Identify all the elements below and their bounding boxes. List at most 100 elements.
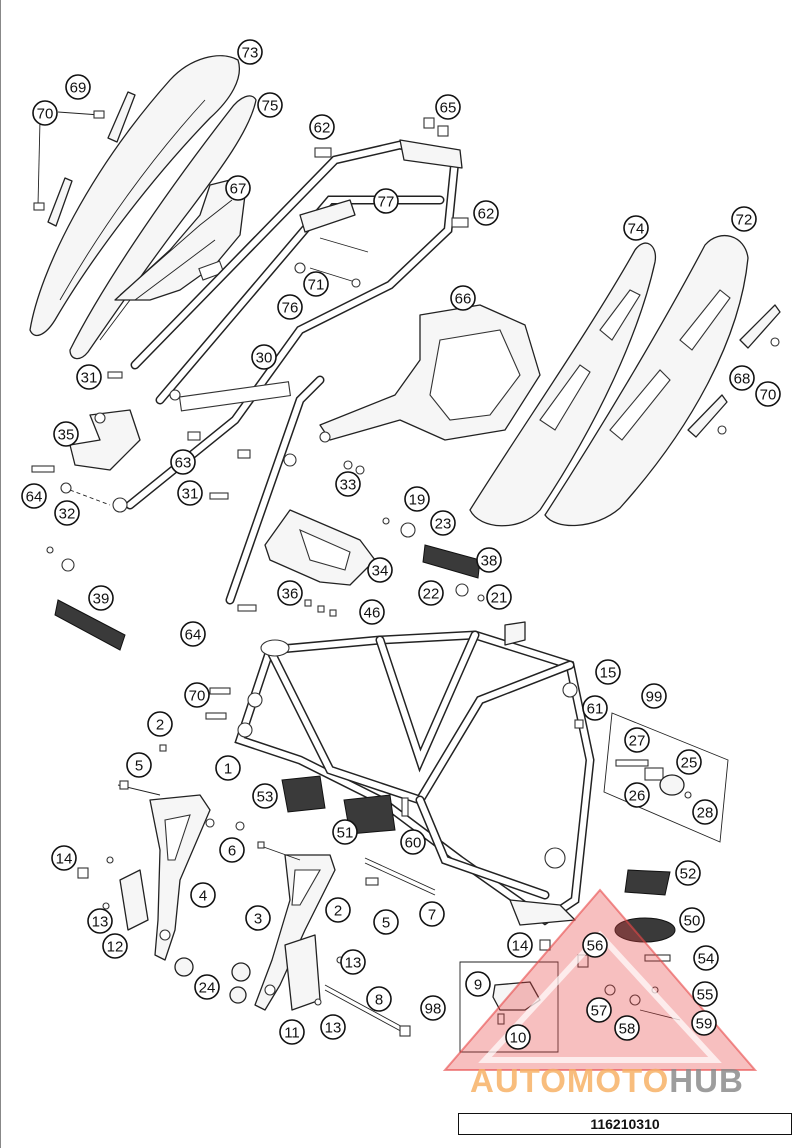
callout-circle xyxy=(476,547,502,573)
callout-label: 54 xyxy=(698,951,715,968)
callout-circle xyxy=(595,659,621,685)
callout-circle xyxy=(177,480,203,506)
callout-circle xyxy=(87,908,113,934)
callout-label: 35 xyxy=(58,427,75,444)
callout-23: 23 xyxy=(430,510,456,536)
callout-circle xyxy=(277,580,303,606)
callout-61: 61 xyxy=(582,695,608,721)
callout-31a: 31 xyxy=(76,364,102,390)
callout-31b: 31 xyxy=(177,480,203,506)
callout-4: 4 xyxy=(190,882,216,908)
callout-98: 98 xyxy=(420,995,446,1021)
callout-circle xyxy=(170,449,196,475)
callout-circle xyxy=(102,933,128,959)
callout-14a: 14 xyxy=(51,845,77,871)
callout-label: 2 xyxy=(334,903,342,920)
callout-label: 67 xyxy=(230,181,247,198)
callout-circle xyxy=(184,682,210,708)
callout-circle xyxy=(53,421,79,447)
callout-circle xyxy=(404,486,430,512)
callout-label: 32 xyxy=(59,506,76,523)
callout-label: 39 xyxy=(93,591,110,608)
callout-13b: 13 xyxy=(340,949,366,975)
callout-62b: 62 xyxy=(473,200,499,226)
callout-circle xyxy=(245,905,271,931)
callout-circle xyxy=(450,285,476,311)
callout-circle xyxy=(215,755,241,781)
callout-circle xyxy=(693,945,719,971)
callout-circle xyxy=(582,932,608,958)
callout-51: 51 xyxy=(332,819,358,845)
callout-9: 9 xyxy=(465,971,491,997)
callout-70a: 70 xyxy=(32,100,58,126)
callout-74: 74 xyxy=(623,215,649,241)
callout-39: 39 xyxy=(88,585,114,611)
clip-62-right xyxy=(451,217,469,228)
callout-65: 65 xyxy=(435,94,461,120)
callout-circle xyxy=(359,599,385,625)
footrest-bracket-4 xyxy=(149,794,211,961)
callout-circle xyxy=(679,907,705,933)
left-border-line xyxy=(0,0,1,1148)
callout-26: 26 xyxy=(624,782,650,808)
callout-circle xyxy=(76,364,102,390)
callout-circle xyxy=(126,752,152,778)
callout-label: 66 xyxy=(455,291,472,308)
callout-60: 60 xyxy=(400,829,426,855)
callout-label: 10 xyxy=(510,1030,527,1047)
callout-circle xyxy=(614,1015,640,1041)
bolt-64-lower xyxy=(237,604,257,612)
diagram-code: 116210310 xyxy=(590,1116,660,1132)
callout-59: 59 xyxy=(691,1010,717,1036)
axle-7 xyxy=(364,857,436,896)
callout-label: 27 xyxy=(629,733,646,750)
callout-circle xyxy=(692,981,718,1007)
callout-circle xyxy=(252,783,278,809)
callout-circle xyxy=(729,365,755,391)
callout-label: 5 xyxy=(382,915,390,932)
callout-circle xyxy=(582,695,608,721)
callout-label: 60 xyxy=(405,835,422,852)
callout-label: 70 xyxy=(189,688,206,705)
bolt-5-left xyxy=(117,780,161,796)
rubber-14-left xyxy=(77,867,89,879)
footpeg-38 xyxy=(382,517,485,602)
callout-99: 99 xyxy=(641,683,667,709)
callout-circle xyxy=(54,500,80,526)
callout-label: 23 xyxy=(435,516,452,533)
side-panel-73 xyxy=(29,55,240,337)
callout-10: 10 xyxy=(505,1024,531,1050)
bolt-31-lower xyxy=(209,492,229,500)
callout-circle xyxy=(507,932,533,958)
callout-circle xyxy=(219,837,245,863)
callout-12: 12 xyxy=(102,933,128,959)
callout-label: 2 xyxy=(156,717,164,734)
callout-label: 62 xyxy=(478,206,495,223)
callout-label: 26 xyxy=(629,788,646,805)
nut-6 xyxy=(205,818,245,831)
callout-34: 34 xyxy=(367,557,393,583)
callout-5a: 5 xyxy=(126,752,152,778)
callout-circle xyxy=(251,344,277,370)
callout-circle xyxy=(147,711,173,737)
callout-32: 32 xyxy=(54,500,80,526)
callout-label: 51 xyxy=(337,825,354,842)
callout-label: 53 xyxy=(257,789,274,806)
callout-circle xyxy=(676,749,702,775)
callout-70b: 70 xyxy=(184,682,210,708)
callout-54: 54 xyxy=(693,945,719,971)
footpeg-39 xyxy=(46,546,126,651)
callout-label: 61 xyxy=(587,701,604,718)
callout-circle xyxy=(473,200,499,226)
callout-label: 57 xyxy=(591,1003,608,1020)
bolt-64-upper xyxy=(31,465,111,506)
clip-62-upper xyxy=(314,147,332,158)
callout-label: 68 xyxy=(734,371,751,388)
callout-circle xyxy=(303,271,329,297)
callout-circle xyxy=(505,1024,531,1050)
callout-3: 3 xyxy=(245,905,271,931)
callout-label: 65 xyxy=(440,100,457,117)
callout-label: 1 xyxy=(224,761,232,778)
callout-33: 33 xyxy=(335,471,361,497)
callout-label: 77 xyxy=(378,194,395,211)
